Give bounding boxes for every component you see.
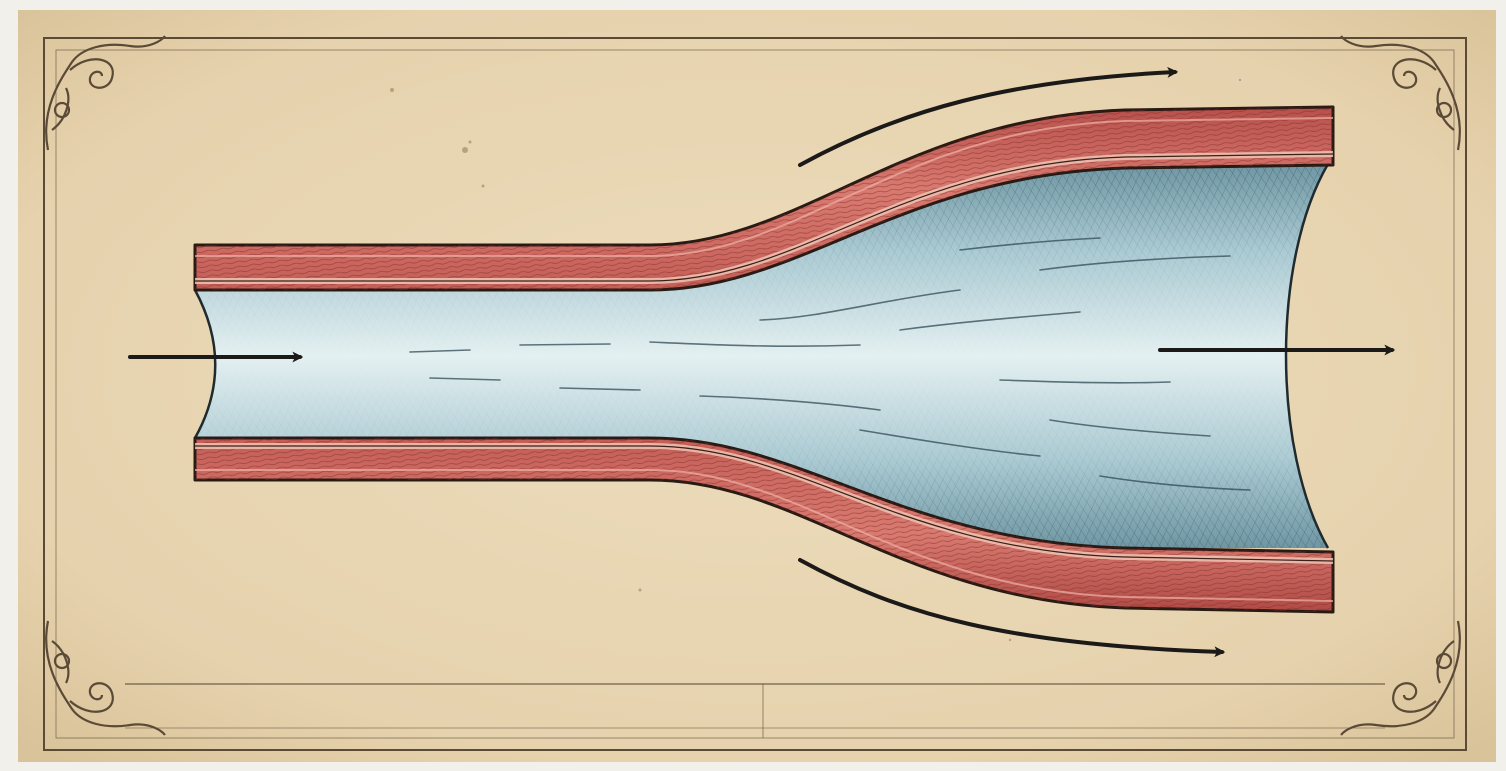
vessel-diagram: [0, 0, 1506, 771]
diagram-canvas: [0, 0, 1506, 771]
